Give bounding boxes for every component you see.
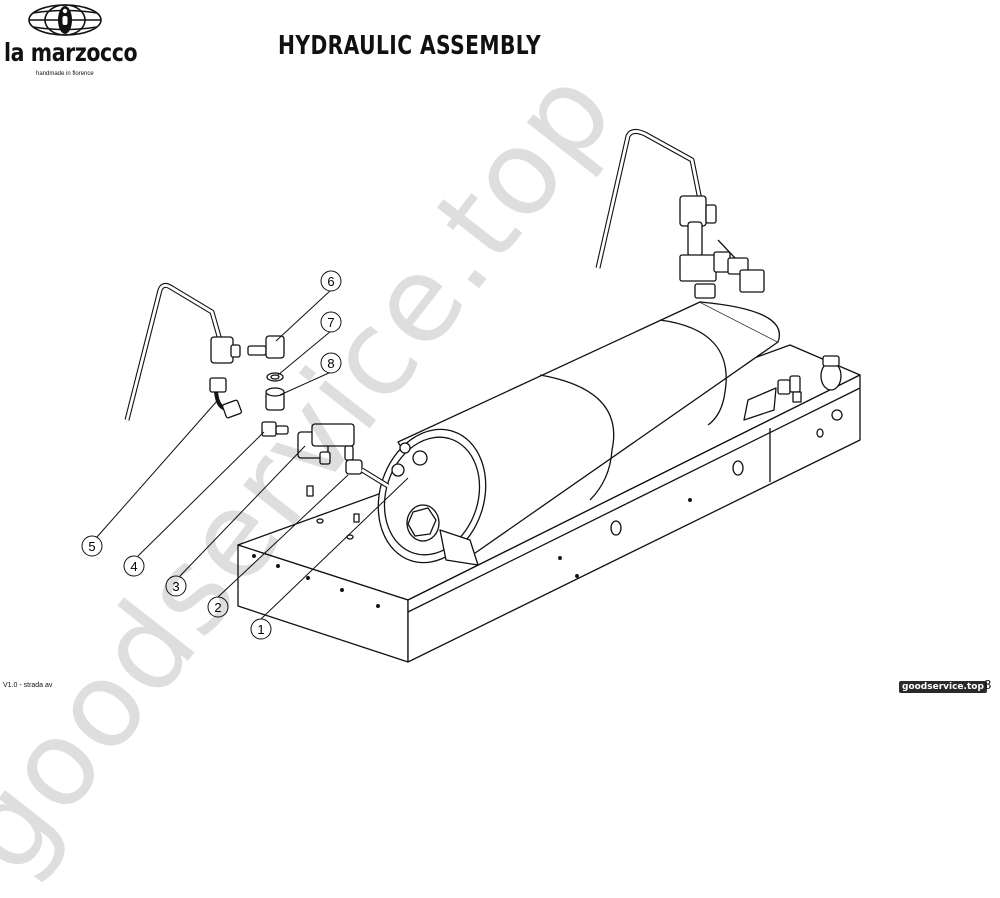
part-8-nut [265, 387, 285, 411]
brand-name: la marzocco [4, 38, 138, 67]
top-right-valve-assembly [595, 128, 765, 299]
part-2-fitting [345, 459, 390, 489]
callout-4: 4 [123, 555, 145, 577]
version-label: V1.0 - strada av [3, 682, 53, 689]
callout-2-label: 2 [214, 600, 221, 615]
callout-1-label: 1 [257, 622, 264, 637]
callout-7: 7 [320, 311, 342, 333]
leader-lines [96, 289, 409, 620]
la-marzocco-logo [28, 4, 102, 36]
part-3-valve [297, 423, 355, 465]
callout-5-label: 5 [88, 539, 95, 554]
callout-6: 6 [320, 270, 342, 292]
part-7-ring [266, 372, 284, 382]
callout-3-label: 3 [172, 579, 179, 594]
right-fittings [777, 355, 842, 403]
callout-4-label: 4 [130, 559, 137, 574]
callout-8-label: 8 [327, 356, 334, 371]
boiler [377, 301, 780, 566]
part-4-tee [261, 421, 289, 437]
callout-5: 5 [81, 535, 103, 557]
page-title: HYDRAULIC ASSEMBLY [278, 31, 542, 61]
callout-8: 8 [320, 352, 342, 374]
callout-1: 1 [250, 618, 272, 640]
callout-7-label: 7 [327, 315, 334, 330]
page-number: 8 [984, 677, 992, 692]
left-pipe [124, 282, 242, 421]
part-6-connector [247, 335, 285, 359]
callout-3: 3 [165, 575, 187, 597]
callout-6-label: 6 [327, 274, 334, 289]
brand-tagline: handmade in florence [36, 71, 94, 77]
callouts: 1 2 3 4 5 6 7 8 [81, 270, 342, 640]
callout-2: 2 [207, 596, 229, 618]
hydraulic-assembly-diagram: 1 2 3 4 5 6 7 8 [81, 128, 861, 663]
site-badge: goodservice.top [899, 681, 987, 693]
